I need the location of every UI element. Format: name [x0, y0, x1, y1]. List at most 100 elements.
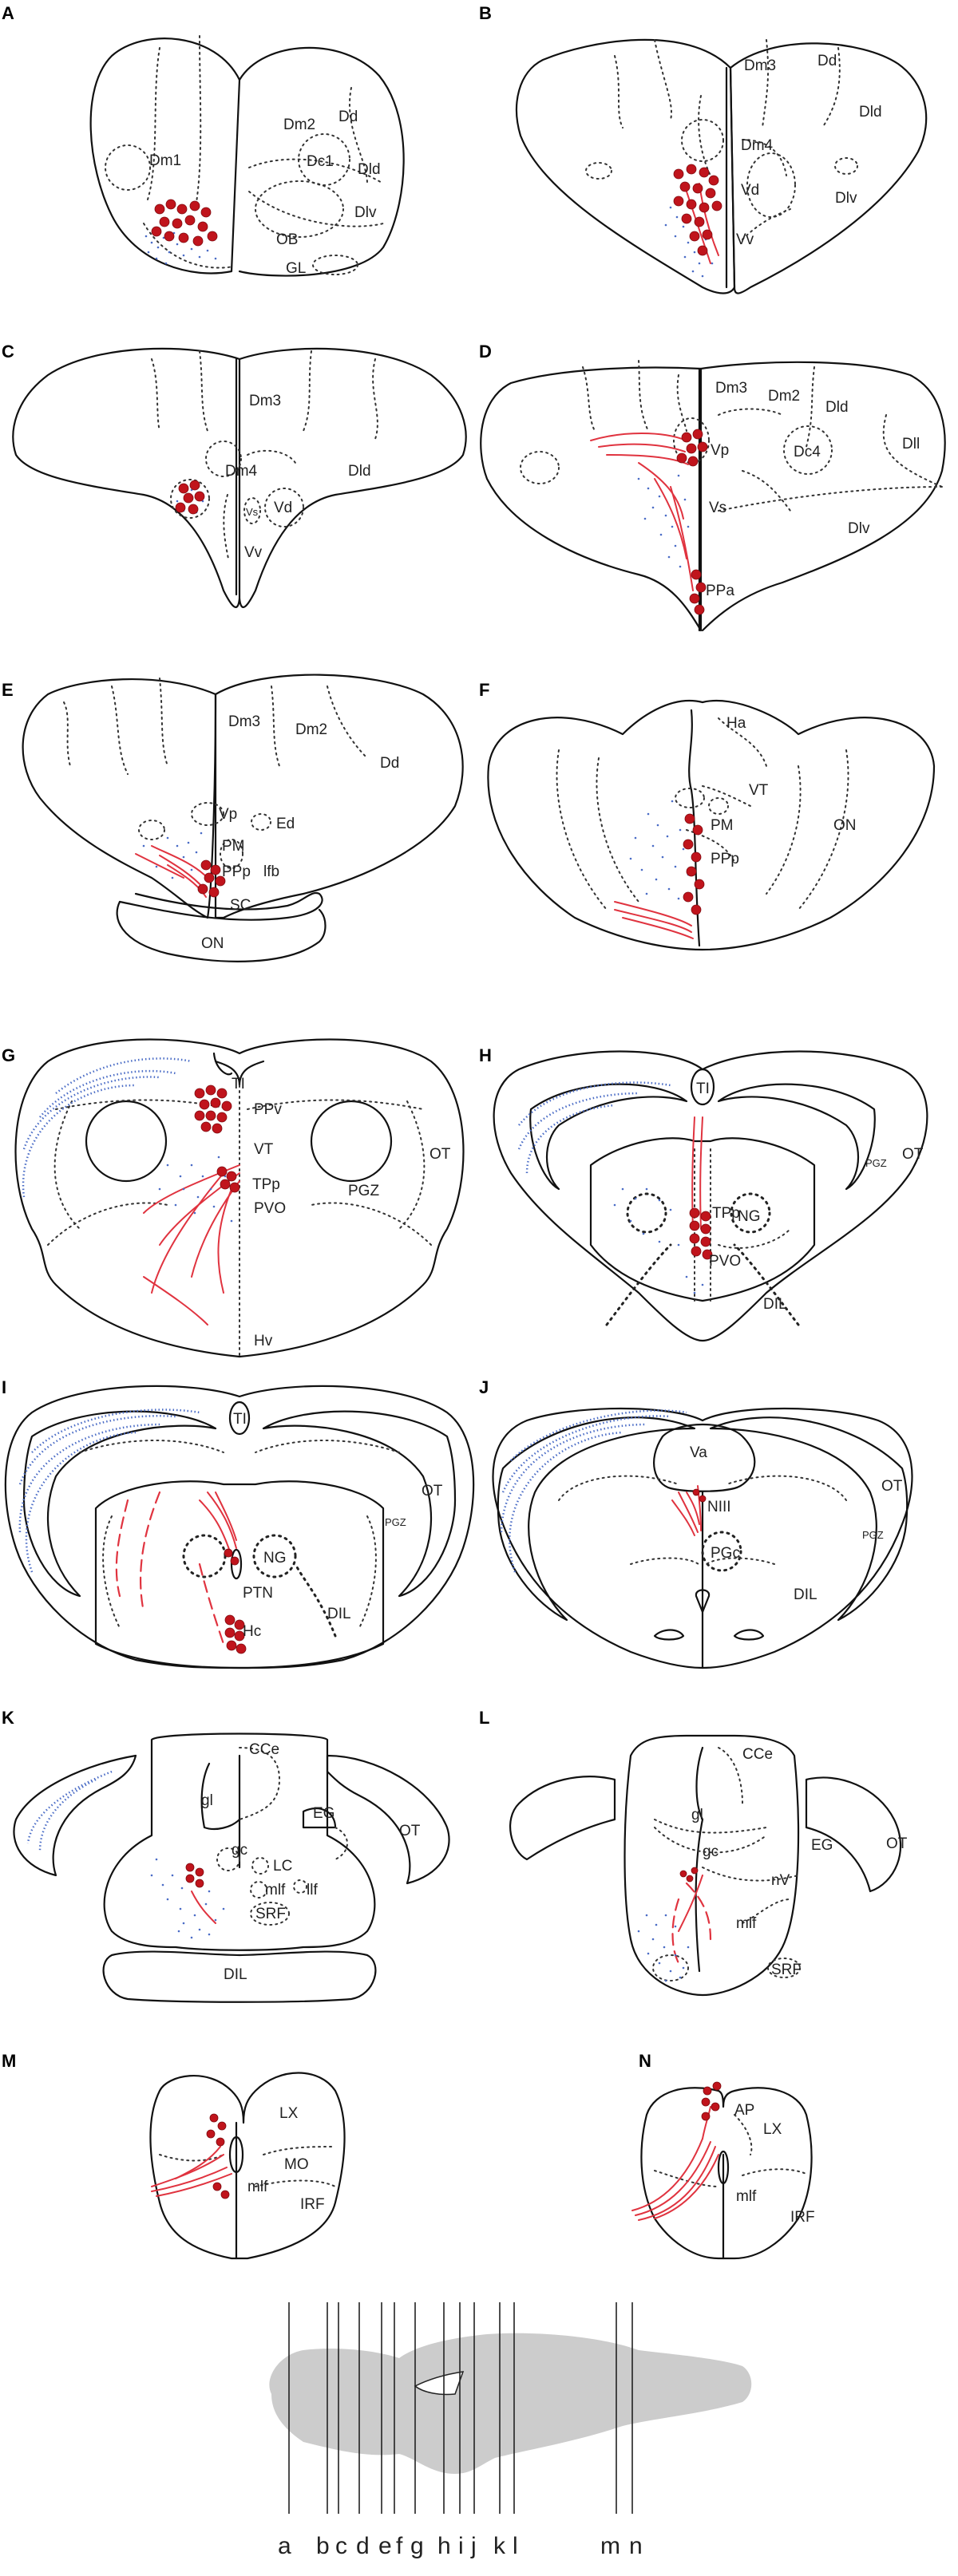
cell-bodies-h	[689, 1207, 713, 1260]
cell-bodies-m	[206, 2113, 230, 2199]
label-e-4: Ed	[276, 816, 295, 832]
label-l-0: CCe	[742, 1746, 773, 1763]
label-g-3: VT	[254, 1141, 274, 1158]
blue-arc-j	[500, 1409, 687, 1573]
label-g-0: TI	[232, 1076, 245, 1092]
fibers-d	[590, 433, 694, 591]
panel-h: H TI OT PGZ TPp NG PVO DIL	[479, 1045, 928, 1342]
label-n-0: AP	[734, 2102, 754, 2119]
cell-bodies-j	[692, 1488, 707, 1503]
label-a-5: Dlv	[354, 204, 377, 221]
section-letter-g: g	[410, 2533, 424, 2559]
blue-terminals-a	[144, 231, 217, 265]
cell-bodies-d	[676, 429, 708, 615]
label-j-1: NIII	[707, 1499, 731, 1515]
label-e-0: Dm3	[228, 713, 260, 730]
cell-bodies-a	[151, 199, 218, 247]
label-h-2: PGZ	[865, 1157, 887, 1169]
label-g-1: OT	[430, 1146, 451, 1163]
label-i-0: TI	[233, 1411, 247, 1428]
label-b-3: Dm4	[741, 137, 774, 154]
label-h-5: PVO	[709, 1253, 741, 1270]
brain-silhouette	[269, 2333, 752, 2474]
label-k-5: LC	[273, 1858, 292, 1875]
label-a-3: Dc1	[307, 153, 334, 170]
label-i-3: NG	[263, 1550, 287, 1567]
blue-terminals-e	[142, 832, 203, 879]
panel-n: N AP LX mlf IRF	[631, 2051, 815, 2260]
label-e-3: Vp	[219, 806, 237, 823]
section-letter-f: f	[396, 2533, 403, 2559]
label-b-4: Vd	[741, 182, 759, 199]
label-d-1: Dm2	[768, 388, 800, 405]
label-c-4: Vd	[274, 500, 292, 516]
label-e-8: SC	[230, 897, 251, 914]
panel-g: G TI	[2, 1038, 465, 1358]
cell-bodies-k	[185, 1863, 204, 1888]
panel-j: J Va NIII OT PGZ PGc	[479, 1377, 913, 1669]
section-letter-m: m	[600, 2533, 620, 2559]
label-b-2: Dld	[859, 104, 882, 121]
cell-bodies-b	[673, 164, 722, 256]
blue-arc-g	[22, 1057, 192, 1198]
panel-letter-g: G	[2, 1045, 15, 1065]
label-k-6: mlf	[265, 1882, 286, 1898]
label-n-3: IRF	[790, 2209, 815, 2226]
label-b-0: Dm3	[744, 57, 776, 74]
fibers-m	[151, 2146, 232, 2197]
fibers-n	[631, 2106, 719, 2221]
label-b-5: Dlv	[835, 190, 857, 207]
panel-letter-n: N	[639, 2051, 651, 2071]
label-l-5: nV	[771, 1872, 790, 1889]
blue-terminals-l	[637, 1914, 690, 1982]
label-e-2: Dd	[380, 755, 399, 772]
section-letter-k: k	[493, 2533, 506, 2559]
section-cut-lines	[288, 2302, 633, 2514]
label-f-2: PM	[711, 817, 734, 834]
label-g-6: PVO	[254, 1200, 286, 1217]
label-f-3: ON	[833, 817, 857, 834]
section-letter-l: l	[513, 2533, 518, 2559]
blue-arc-h	[517, 1081, 671, 1174]
label-d-5: Dc4	[794, 444, 821, 460]
label-g-2: PPv	[254, 1101, 282, 1118]
label-l-4: OT	[886, 1835, 908, 1852]
label-e-7: lfb	[263, 863, 279, 880]
label-l-7: SRF	[771, 1962, 802, 1978]
label-b-1: Dd	[817, 53, 837, 69]
panel-letter-b: B	[479, 3, 492, 23]
label-c-5: Vv	[244, 544, 263, 561]
label-m-3: IRF	[300, 2196, 325, 2213]
label-k-3: OT	[399, 1823, 421, 1839]
section-letter-n: n	[629, 2533, 643, 2559]
label-n-1: LX	[763, 2121, 782, 2138]
label-g-4: TPp	[252, 1176, 280, 1193]
cell-bodies-f	[683, 813, 705, 915]
section-letter-d: d	[356, 2533, 370, 2559]
label-a-4: Dld	[358, 161, 381, 178]
cell-bodies-i	[224, 1548, 247, 1654]
panel-c: C Dm3 Dld Dm4 Vs Vd Vv	[2, 342, 467, 608]
label-d-6: Vs	[709, 500, 726, 516]
label-k-4: gc	[232, 1842, 247, 1859]
blue-terminals-d	[637, 474, 690, 568]
blue-arc-k	[26, 1770, 113, 1852]
label-j-2: OT	[881, 1478, 903, 1495]
label-d-2: Dld	[825, 399, 849, 416]
label-m-0: LX	[279, 2105, 299, 2122]
label-i-5: DIL	[327, 1606, 351, 1622]
cell-bodies-c	[175, 480, 205, 515]
panel-i: I TI OT P	[2, 1377, 475, 1669]
panel-letter-j: J	[479, 1377, 489, 1397]
panel-letter-f: F	[479, 680, 489, 700]
label-f-0: Ha	[726, 715, 746, 732]
label-a-6: OB	[276, 231, 298, 248]
label-h-4: NG	[738, 1208, 761, 1225]
blue-arc-i	[18, 1409, 200, 1573]
label-n-2: mlf	[736, 2188, 757, 2205]
label-l-1: gl	[691, 1807, 703, 1823]
panel-a: A Dm1 Dm2 Dd Dc1 Dld Dlv OB GL	[2, 3, 405, 277]
panel-b: B Dm3 Dd Dld Dm4 Vd Dlv Vv	[479, 3, 928, 294]
label-j-4: PGc	[711, 1545, 740, 1562]
